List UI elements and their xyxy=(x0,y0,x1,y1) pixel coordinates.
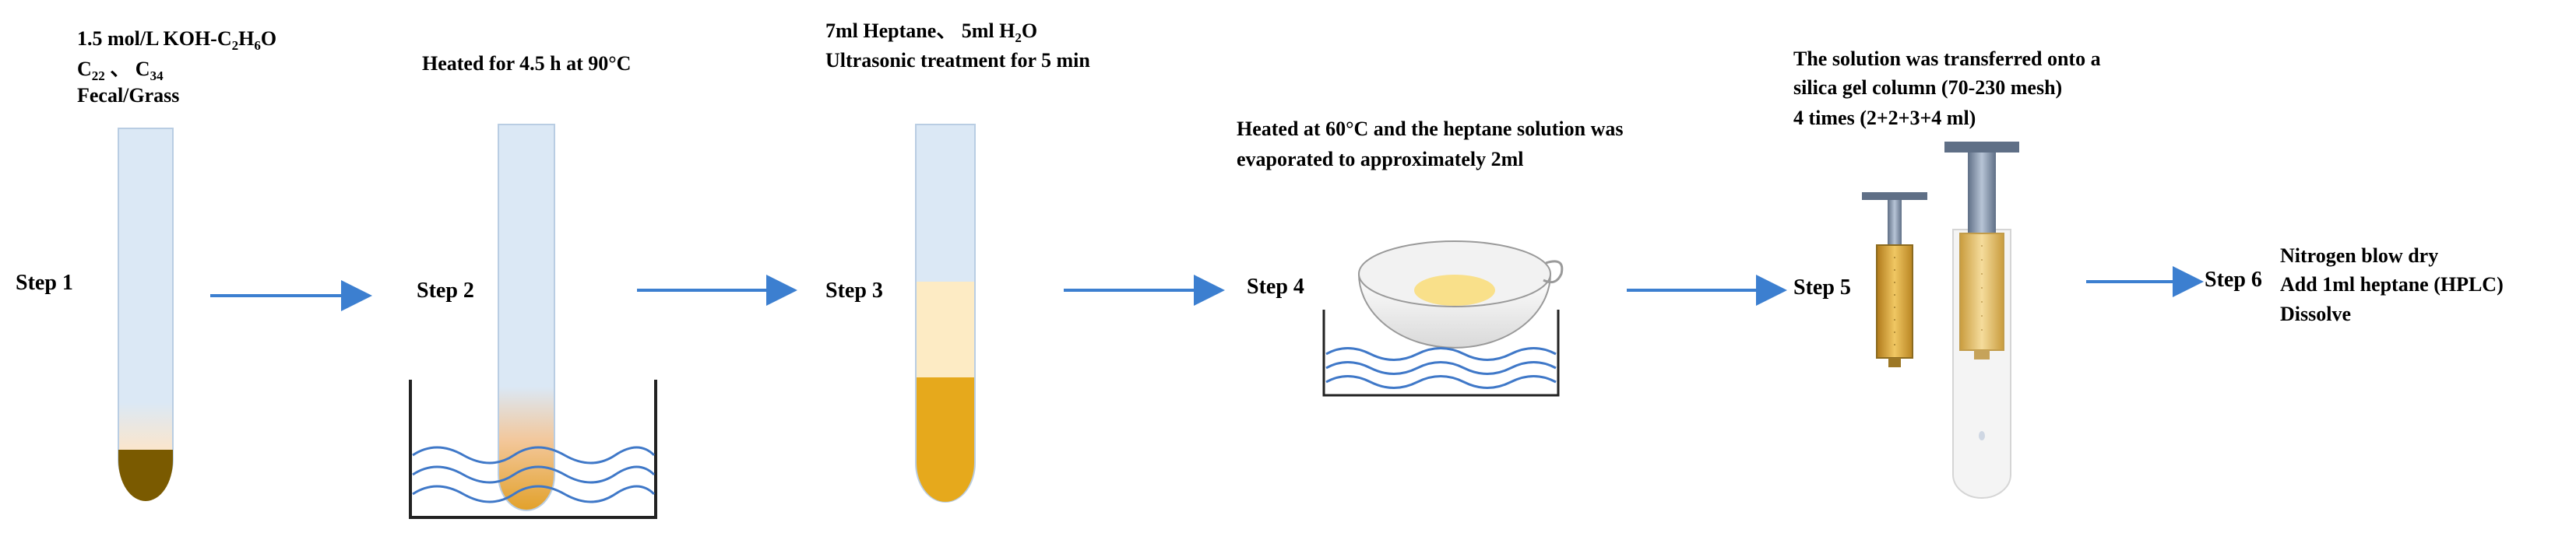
step3-label: Step 3 xyxy=(825,279,883,303)
evaporating-dish xyxy=(1357,240,1564,349)
step6-line-1: Nitrogen blow dry xyxy=(2280,244,2439,267)
water-bath-step-2 xyxy=(409,380,657,519)
test-tube-1 xyxy=(118,128,174,501)
aqueous-layer xyxy=(917,377,974,502)
sediment xyxy=(118,450,173,501)
step2-label: Step 2 xyxy=(417,279,474,303)
step5-label: Step 5 xyxy=(1793,275,1851,300)
step1-label: Step 1 xyxy=(16,271,73,295)
step5-line-3: 4 times (2+2+3+4 ml) xyxy=(1793,107,1976,129)
step2-description: Heated for 4.5 h at 90°C xyxy=(422,52,632,75)
step6-line-3: Dissolve xyxy=(2280,303,2351,325)
step3-treatment-line: Ultrasonic treatment for 5 min xyxy=(825,49,1090,72)
step6-line-2: Add 1ml heptane (HPLC) xyxy=(2280,273,2504,296)
water-bath-step-4 xyxy=(1322,310,1560,397)
step5-line-1: The solution was transferred onto a xyxy=(1793,47,2101,70)
heptane-layer xyxy=(917,282,974,377)
step1-standards-line: C22 、 C34 xyxy=(77,58,164,84)
small-syringe xyxy=(1862,192,1927,367)
large-syringe-column xyxy=(1944,142,2019,499)
test-tube-3 xyxy=(915,124,976,503)
step1-reagent-line: 1.5 mol/L KOH-C2H6O xyxy=(77,27,277,54)
step1-sample-line: Fecal/Grass xyxy=(77,84,180,107)
step4-line-1: Heated at 60°C and the heptane solution … xyxy=(1237,117,1624,140)
step6-label: Step 6 xyxy=(2205,268,2262,292)
step3-reagent-line: 7ml Heptane、 5ml H2O xyxy=(825,19,1038,46)
heptane-residue xyxy=(1414,275,1495,306)
test-tube-2 xyxy=(498,124,555,511)
step4-label: Step 4 xyxy=(1247,275,1304,299)
step5-line-2: silica gel column (70-230 mesh) xyxy=(1793,76,2063,99)
step4-line-2: evaporated to approximately 2ml xyxy=(1237,148,1524,170)
